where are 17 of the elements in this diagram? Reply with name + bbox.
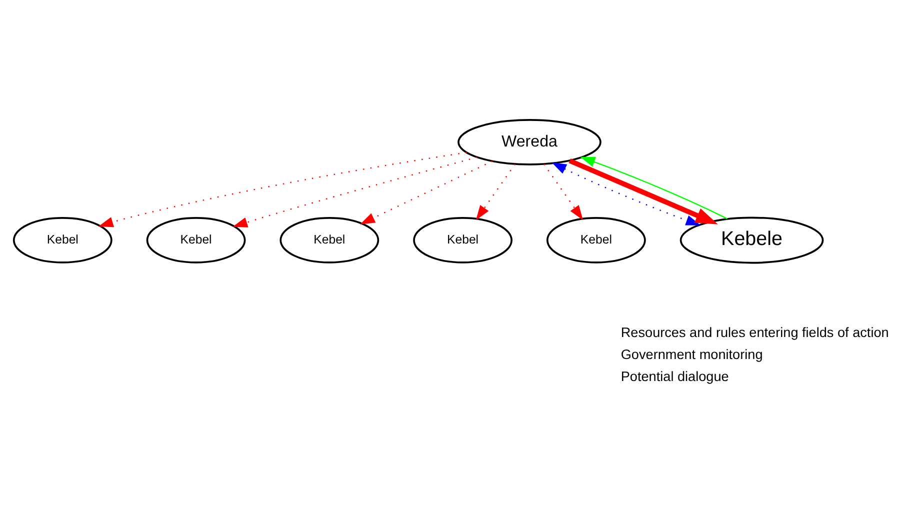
node-ellipse: Wereda	[458, 119, 602, 166]
arrow	[568, 158, 718, 224]
node-ellipse: Kebel	[280, 217, 380, 264]
arrow	[543, 164, 584, 220]
arrow	[476, 164, 516, 220]
node-ellipse: Kebel	[146, 217, 246, 264]
arrow	[580, 156, 728, 220]
arrow	[232, 156, 478, 228]
node-ellipse: Kebel	[413, 217, 512, 264]
node-ellipse: Kebel	[12, 217, 112, 264]
legend-label: Government monitoring	[620, 347, 763, 362]
arrow	[98, 152, 467, 228]
arrow	[360, 160, 493, 224]
arrow	[552, 162, 701, 226]
legend-label: Potential dialogue	[620, 369, 729, 384]
legend-label: Resources and rules entering fields of action	[620, 324, 889, 340]
node-ellipse: Kebel	[546, 217, 646, 264]
